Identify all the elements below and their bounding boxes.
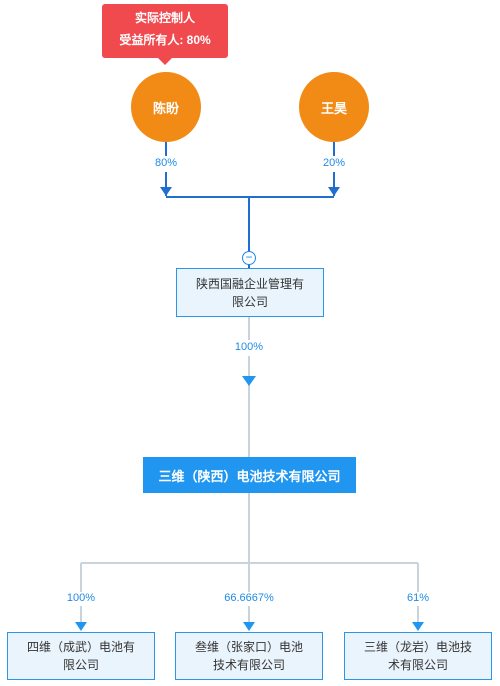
company-name-line: 四维（成武）电池有 — [26, 640, 135, 654]
company-name-line: 限公司 — [62, 658, 99, 672]
subsidiary-node-chengwu[interactable]: 四维（成武）电池有 限公司 — [7, 632, 155, 680]
subsidiary-node-longyan[interactable]: 三维（龙岩）电池技 术有限公司 — [344, 632, 492, 680]
main-company-node[interactable]: 三维（陕西）电池技术有限公司 — [143, 457, 356, 493]
tag-pointer — [158, 58, 172, 65]
collapse-toggle-button[interactable]: − — [242, 251, 256, 265]
main-company-name: 三维（陕西）电池技术有限公司 — [158, 468, 341, 484]
shareholder-percent: 80% — [154, 157, 178, 169]
shareholder-node-wang-hao[interactable]: 王昊 — [299, 72, 369, 142]
company-name-line: 术有限公司 — [387, 658, 448, 672]
subsidiary-percent: 100% — [66, 592, 96, 604]
company-name-line: 限公司 — [231, 294, 268, 309]
subsidiary-percent: 66.6667% — [224, 592, 274, 604]
shareholder-name: 王昊 — [320, 100, 347, 116]
subsidiary-node-zhangjiakou[interactable]: 叁维（张家口）电池 技术有限公司 — [175, 632, 323, 680]
tag-beneficial-owner: 受益所有人: 80% — [119, 33, 211, 47]
parent-company-node[interactable]: 陕西国融企业管理有 限公司 — [176, 268, 324, 317]
tag-title: 实际控制人 — [134, 11, 195, 25]
shareholder-node-chen-pan[interactable]: 陈盼 — [131, 72, 201, 142]
actual-controller-tag: 实际控制人 受益所有人: 80% — [102, 4, 228, 58]
company-name-line: 技术有限公司 — [212, 658, 285, 672]
company-name-line: 叁维（张家口）电池 — [194, 640, 303, 654]
shareholder-name: 陈盼 — [152, 100, 179, 116]
company-name-line: 陕西国融企业管理有 — [195, 276, 304, 291]
subsidiary-percent: 61% — [406, 592, 430, 604]
company-name-line: 三维（龙岩）电池技 — [363, 640, 472, 654]
parent-percent: 100% — [234, 341, 264, 353]
shareholder-percent: 20% — [322, 157, 346, 169]
